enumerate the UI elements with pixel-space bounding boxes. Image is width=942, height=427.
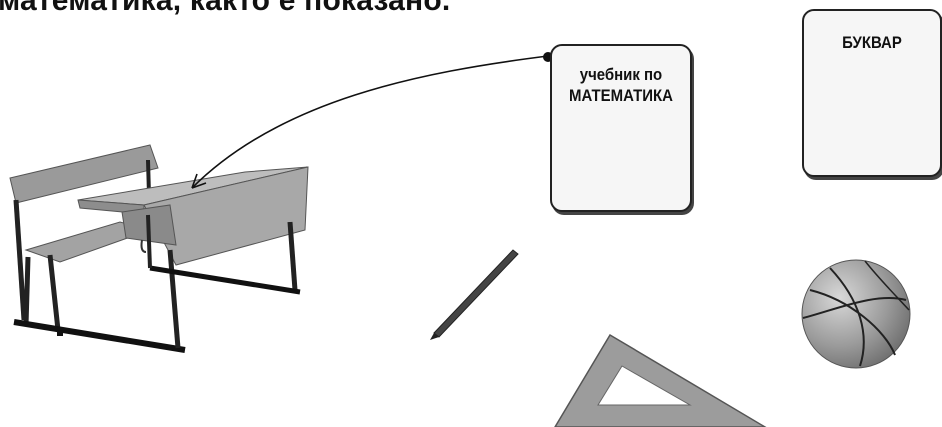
instruction-text: математика, както е показано. xyxy=(0,0,451,17)
basketball-icon[interactable] xyxy=(801,259,911,369)
math-textbook-card[interactable]: учебник по МАТЕМАТИКА xyxy=(550,44,692,212)
school-desk-icon[interactable] xyxy=(9,144,309,353)
set-square-icon[interactable] xyxy=(554,333,767,427)
math-card-line1: учебник по xyxy=(579,65,663,84)
primer-card[interactable]: БУКВАР xyxy=(802,9,942,177)
primer-card-label: БУКВАР xyxy=(842,33,902,52)
pencil-icon[interactable] xyxy=(430,249,519,340)
math-card-line2: МАТЕМАТИКА xyxy=(568,86,673,105)
curved-arrow xyxy=(191,52,553,189)
